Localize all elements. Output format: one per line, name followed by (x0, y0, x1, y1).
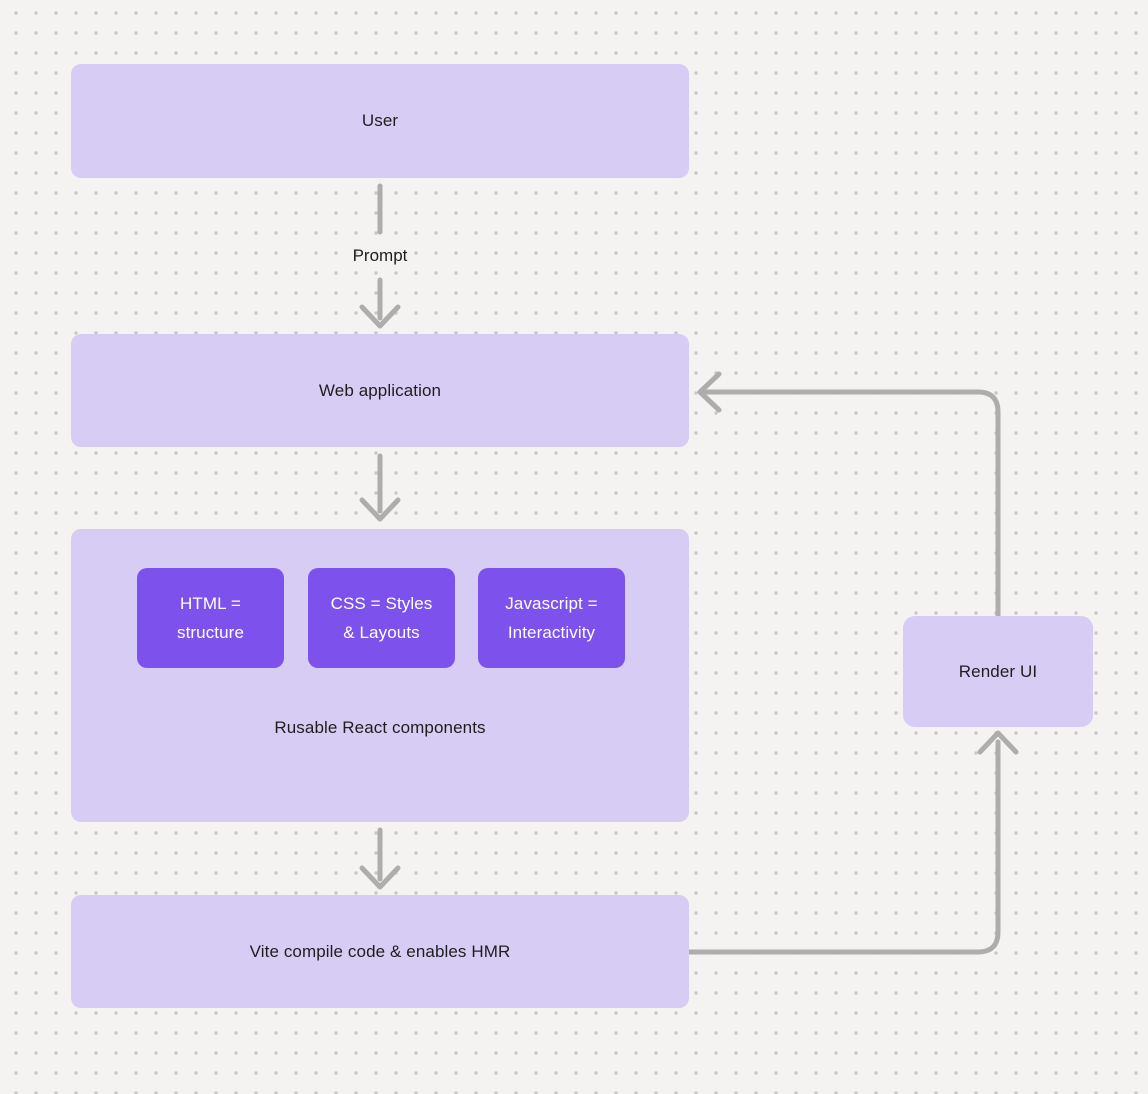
arrowhead-down-vite (359, 865, 401, 890)
arrowhead-down-webapp (359, 304, 401, 329)
node-render-ui-label: Render UI (958, 661, 1038, 681)
node-html-label-line1: HTML = (180, 594, 241, 613)
node-render-ui[interactable]: Render UI (903, 616, 1093, 727)
node-user[interactable]: User (71, 64, 689, 178)
arrowhead-left-webapp (697, 371, 722, 413)
node-html[interactable]: HTML = structure (137, 568, 284, 668)
node-javascript-label-line1: Javascript = (505, 594, 598, 613)
node-user-label: User (361, 111, 399, 130)
arrowhead-down-components (359, 497, 401, 522)
node-components-caption: Rusable React components (274, 718, 486, 737)
node-css-label-line1: CSS = Styles (330, 594, 433, 613)
node-web-application-label: Web application (318, 380, 442, 400)
arrowhead-up-render (977, 730, 1019, 755)
node-css[interactable]: CSS = Styles & Layouts (308, 568, 455, 668)
node-vite[interactable]: Vite compile code & enables HMR (71, 895, 689, 1008)
node-javascript-label-line2: Interactivity (507, 623, 596, 642)
edge-render-webapp-line (698, 389, 1001, 619)
node-vite-label: Vite compile code & enables HMR (249, 941, 511, 961)
node-html-label-line2: structure (176, 623, 245, 642)
edge-label-prompt: Prompt (352, 246, 408, 265)
edge-vite-render-line (686, 739, 1001, 955)
node-css-label-line2: & Layouts (343, 623, 420, 642)
node-web-application[interactable]: Web application (71, 334, 689, 447)
node-javascript[interactable]: Javascript = Interactivity (478, 568, 625, 668)
node-components-group[interactable]: HTML = structure CSS = Styles & Layouts … (71, 529, 689, 822)
